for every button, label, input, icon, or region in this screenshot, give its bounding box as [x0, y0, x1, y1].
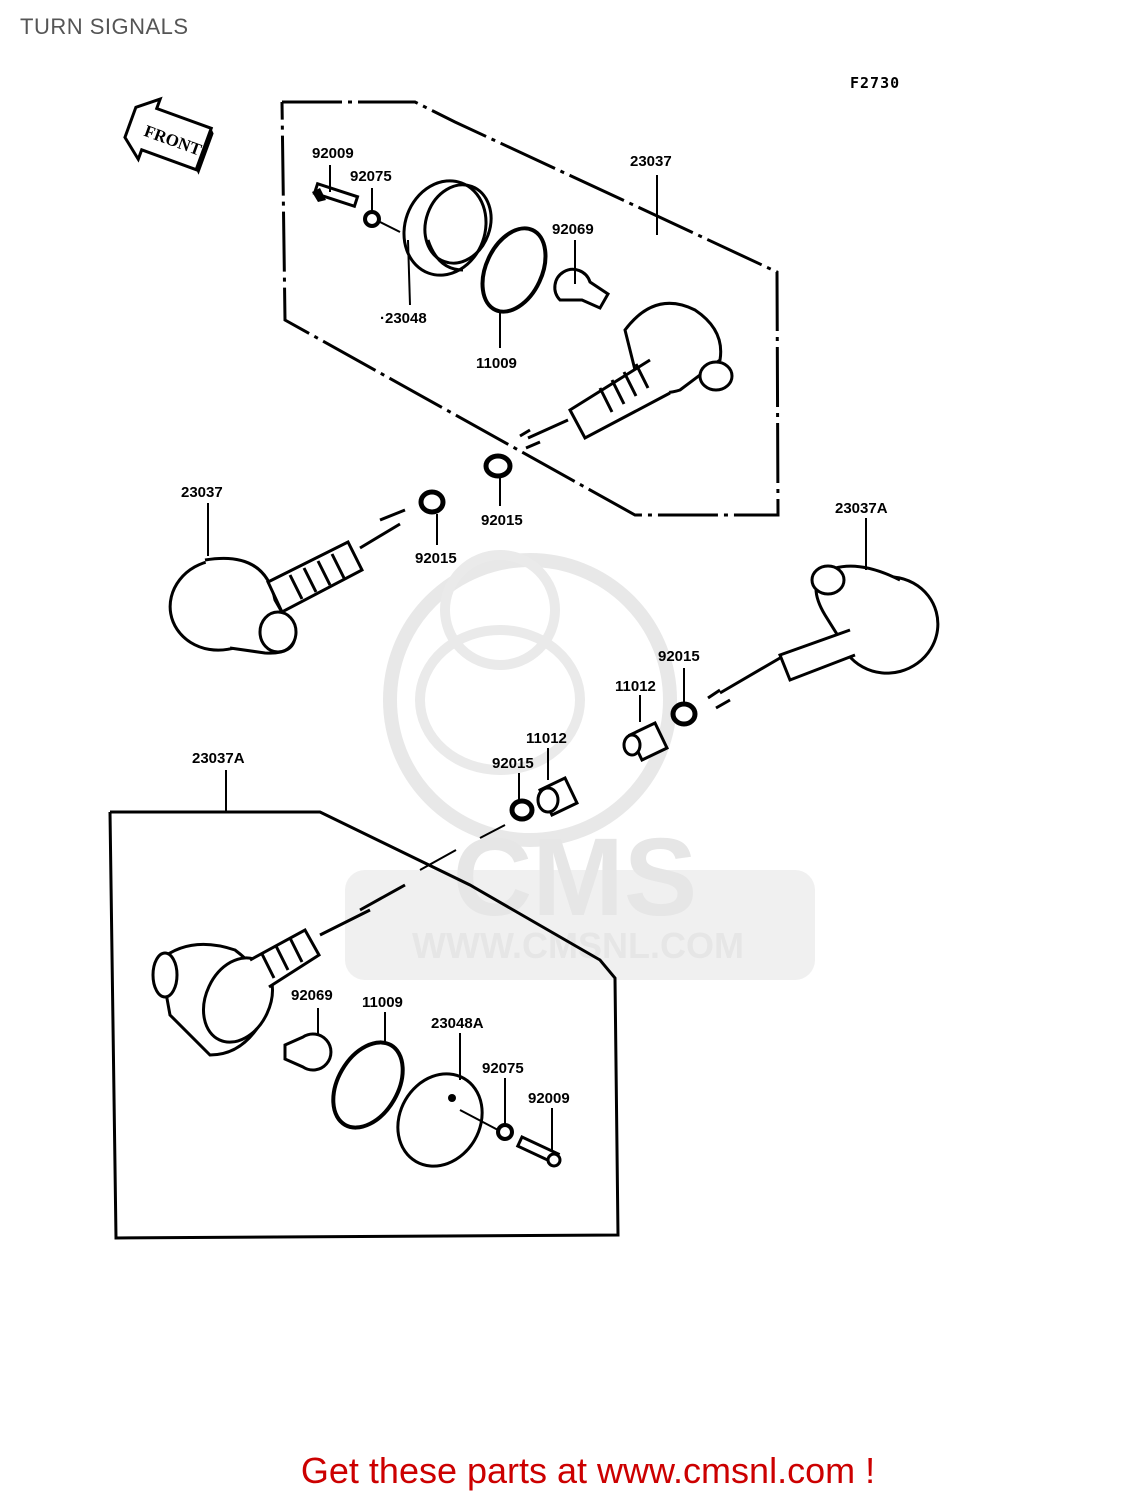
page-title: TURN SIGNALS: [20, 14, 189, 39]
bolt-icon: [312, 181, 360, 209]
signal-housing-icon: [168, 508, 406, 655]
part-label: 92015: [658, 648, 700, 665]
washer-icon: [363, 210, 381, 228]
part-label: 11009: [476, 355, 517, 372]
signal-housing-icon: [707, 564, 940, 710]
watermark: CMS WWW.CMSNL.COM: [345, 550, 815, 980]
part-label: 11012: [615, 678, 656, 695]
part-label: 23037A: [835, 500, 888, 517]
part-label: 92015: [492, 755, 534, 772]
bolt-icon: [515, 1135, 562, 1168]
grommet-icon: [418, 489, 446, 515]
part-label: 92009: [528, 1090, 570, 1107]
footer-link[interactable]: Get these parts at www.cmsnl.com !: [300, 1450, 876, 1491]
top-group-outline: [280, 100, 780, 517]
part-label: 23037: [630, 153, 672, 170]
lens-icon: [396, 1072, 484, 1168]
gasket-icon: [480, 226, 548, 314]
part-label: 92069: [552, 221, 594, 238]
bulb-icon: [553, 267, 610, 310]
part-label: 92015: [481, 512, 523, 529]
washer-icon: [496, 1123, 514, 1141]
part-label: 11009: [362, 994, 403, 1011]
part-label: ·23048: [380, 310, 427, 327]
signal-housing-icon: [151, 883, 406, 1057]
part-label: 23048A: [431, 1015, 484, 1032]
grommet-icon: [509, 798, 535, 822]
part-label: 92075: [482, 1060, 524, 1077]
cap-icon: [622, 720, 670, 763]
watermark-url: WWW.CMSNL.COM: [412, 925, 744, 966]
part-label: 23037: [181, 484, 223, 501]
grommet-icon: [483, 453, 513, 479]
part-label: 92009: [312, 145, 354, 162]
part-label: 11012: [526, 730, 567, 747]
part-label: 92069: [291, 987, 333, 1004]
part-label: 23037A: [192, 750, 245, 767]
bulb-icon: [283, 1032, 333, 1072]
watermark-logo: CMS: [453, 816, 697, 939]
front-arrow-icon: FRONT: [123, 96, 214, 175]
signal-housing-icon: [519, 301, 734, 450]
grommet-icon: [670, 701, 698, 727]
part-label: 92015: [415, 550, 457, 567]
part-label: 92075: [350, 168, 392, 185]
bottom-group-outline: [108, 810, 620, 1240]
lens-icon: [402, 179, 493, 277]
gasket-icon: [331, 1040, 405, 1130]
cap-icon: [536, 775, 580, 818]
figure-code: F2730: [850, 74, 900, 92]
